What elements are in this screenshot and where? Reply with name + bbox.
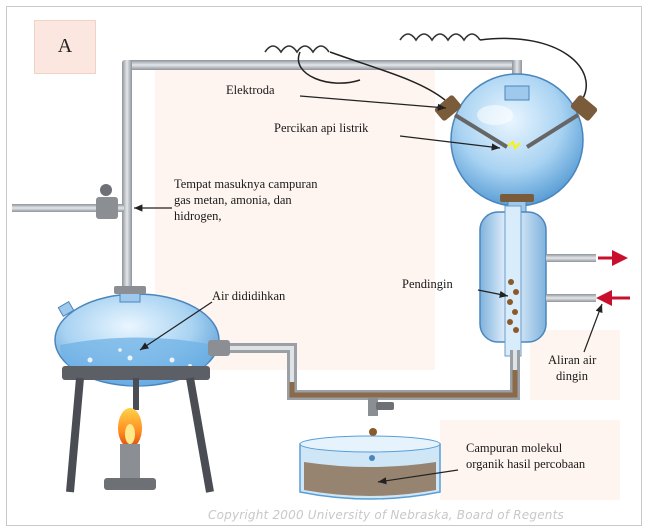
stopcock-stem (368, 398, 378, 416)
flask-bottom-stopper (500, 194, 534, 202)
label-tempat-3: hidrogen, (174, 209, 222, 223)
burner-flame-core (125, 424, 135, 444)
spark (507, 140, 521, 150)
wire-left (329, 51, 446, 101)
dish-rim (299, 435, 441, 453)
pointer-pendingin (477, 289, 509, 298)
dish-drop (369, 455, 375, 461)
boiling-flask-stopper (114, 286, 146, 294)
coolant-inlet (546, 294, 596, 302)
stand-leg-right (186, 377, 214, 493)
stand-ring (62, 366, 210, 380)
pointer-aliran (583, 303, 603, 353)
coolant-out-arrow (598, 250, 628, 266)
label-aliran-1: Aliran air (548, 353, 597, 367)
label-elektroda: Elektroda (226, 83, 275, 97)
pointer-campuran (377, 469, 459, 485)
boiling-flask-outlet (208, 340, 230, 356)
flask-top-neck (504, 85, 530, 101)
label-tempat-2: gas metan, amonia, dan (174, 193, 292, 207)
label-pendingin: Pendingin (402, 277, 453, 291)
label-bg-area-3 (530, 330, 620, 400)
burner-barrel (120, 444, 140, 482)
gas-inlet-tube (12, 204, 124, 212)
stand-leg-left (66, 377, 84, 493)
panel-label: A (57, 35, 73, 57)
label-aliran-2: dingin (556, 369, 588, 383)
electrode-left (453, 113, 509, 149)
wire-coil-right (399, 33, 481, 42)
electrode-stopper-left (434, 95, 462, 121)
pointer-air (139, 301, 213, 351)
wire-coil-left (264, 45, 330, 54)
u-tube-liquid (289, 370, 518, 398)
flask-highlight (477, 105, 513, 125)
drip (369, 428, 377, 436)
label-campuran-2: organik hasil percobaan (466, 457, 586, 471)
copyright-notice: Copyright 2000 University of Nebraska, B… (208, 508, 564, 522)
wire-right (479, 37, 587, 101)
stopcock-handle (376, 402, 394, 410)
label-campuran-1: Campuran molekul (466, 441, 563, 455)
pointer-elektroda (299, 95, 447, 111)
gas-valve-knob (100, 184, 112, 196)
label-percikan: Percikan api listrik (274, 121, 369, 135)
panel-label-box: A (34, 20, 96, 74)
coolant-in-arrow (596, 290, 630, 306)
coolant-outlet (546, 254, 596, 262)
left-pipe (122, 60, 132, 295)
label-tempat-1: Tempat masuknya campuran (174, 177, 318, 191)
label-bg-area-2 (440, 420, 620, 500)
dish-product (304, 462, 436, 496)
electrode-stopper-right (570, 95, 598, 121)
gas-valve (96, 197, 118, 219)
label-air-dididihkan: Air dididihkan (212, 289, 286, 303)
top-pipe (122, 60, 522, 70)
pointer-percikan (399, 135, 501, 151)
burner-base (104, 478, 156, 490)
boiling-flask-side-neck (57, 300, 75, 318)
wire-loop (297, 51, 361, 84)
condensate-droplets (507, 279, 519, 333)
electrode-right (525, 113, 580, 149)
